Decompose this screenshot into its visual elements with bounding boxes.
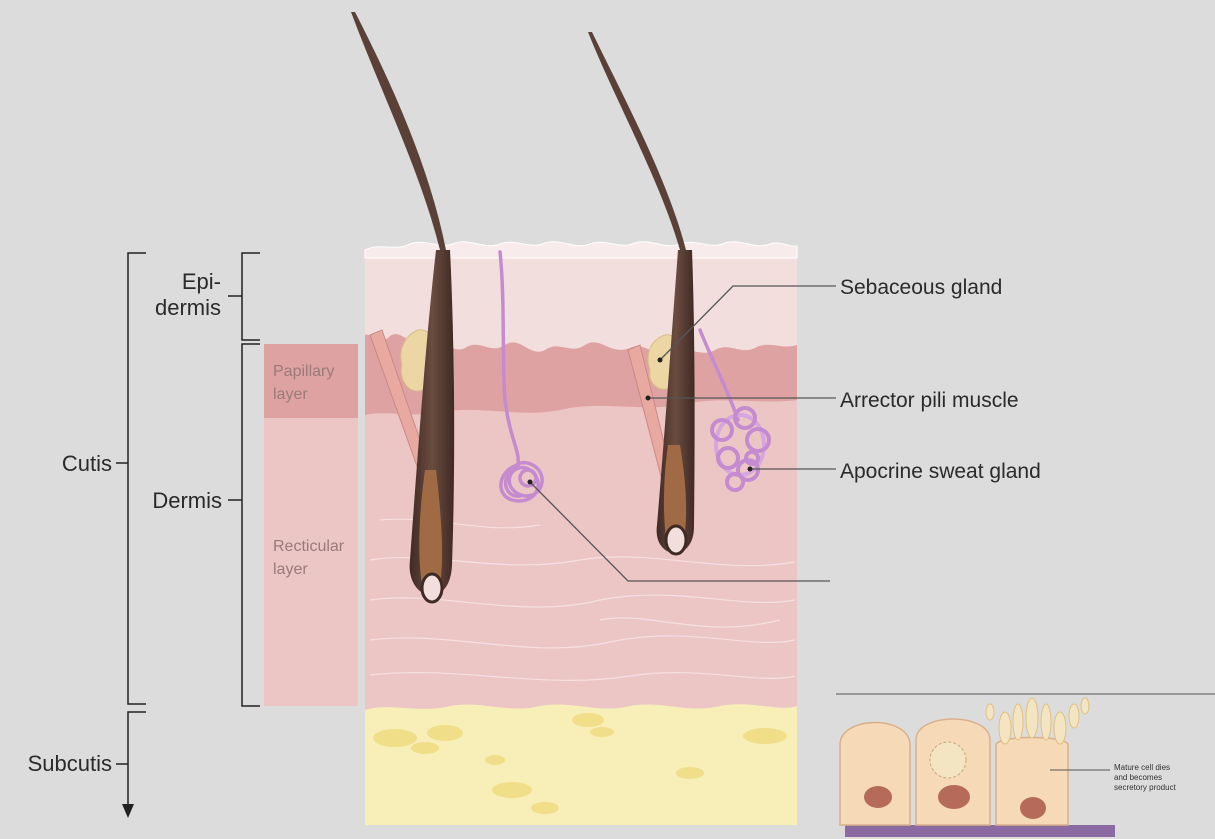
dermis-bracket bbox=[242, 344, 260, 706]
reticular-label-line1: Recticular bbox=[273, 538, 345, 555]
subcutis-label: Subcutis bbox=[28, 751, 112, 776]
epidermis-label-line1: Epi- bbox=[182, 269, 221, 294]
secretion-note-line1: Mature cell dies bbox=[1114, 763, 1170, 772]
papillary-label-line1: Papillary bbox=[273, 363, 334, 380]
hair-shaft-left bbox=[351, 12, 446, 250]
epidermis-bracket bbox=[242, 253, 260, 340]
inset-cell-1 bbox=[840, 723, 910, 826]
epidermis-label-line2: dermis bbox=[155, 295, 221, 320]
subcutis-arrow-head bbox=[122, 804, 134, 818]
arrector-pili-muscle-label: Arrector pili muscle bbox=[840, 389, 1019, 412]
brackets bbox=[116, 253, 260, 806]
apocrine-sweat-gland-label: Apocrine sweat gland bbox=[840, 460, 1041, 483]
dermis-label: Dermis bbox=[152, 488, 222, 513]
papillary-layer-box bbox=[264, 344, 358, 418]
secretion-note-line2: and becomes bbox=[1114, 773, 1162, 782]
hair-papilla-left bbox=[422, 574, 442, 602]
stratum-corneum bbox=[365, 242, 797, 258]
cutis-label: Cutis bbox=[62, 451, 112, 476]
papillary-label-line2: layer bbox=[273, 386, 308, 403]
subcutis-bracket bbox=[128, 712, 146, 806]
secretion-note-line3: secretory product bbox=[1114, 783, 1177, 792]
secretion-inset: Mature cell dies and becomes secretory p… bbox=[836, 694, 1215, 837]
reticular-label-line2: layer bbox=[273, 561, 308, 578]
sebaceous-gland-label: Sebaceous gland bbox=[840, 276, 1002, 299]
hair-papilla-right bbox=[666, 526, 686, 554]
hair-shaft-right bbox=[588, 32, 686, 250]
cutis-bracket bbox=[128, 253, 146, 704]
